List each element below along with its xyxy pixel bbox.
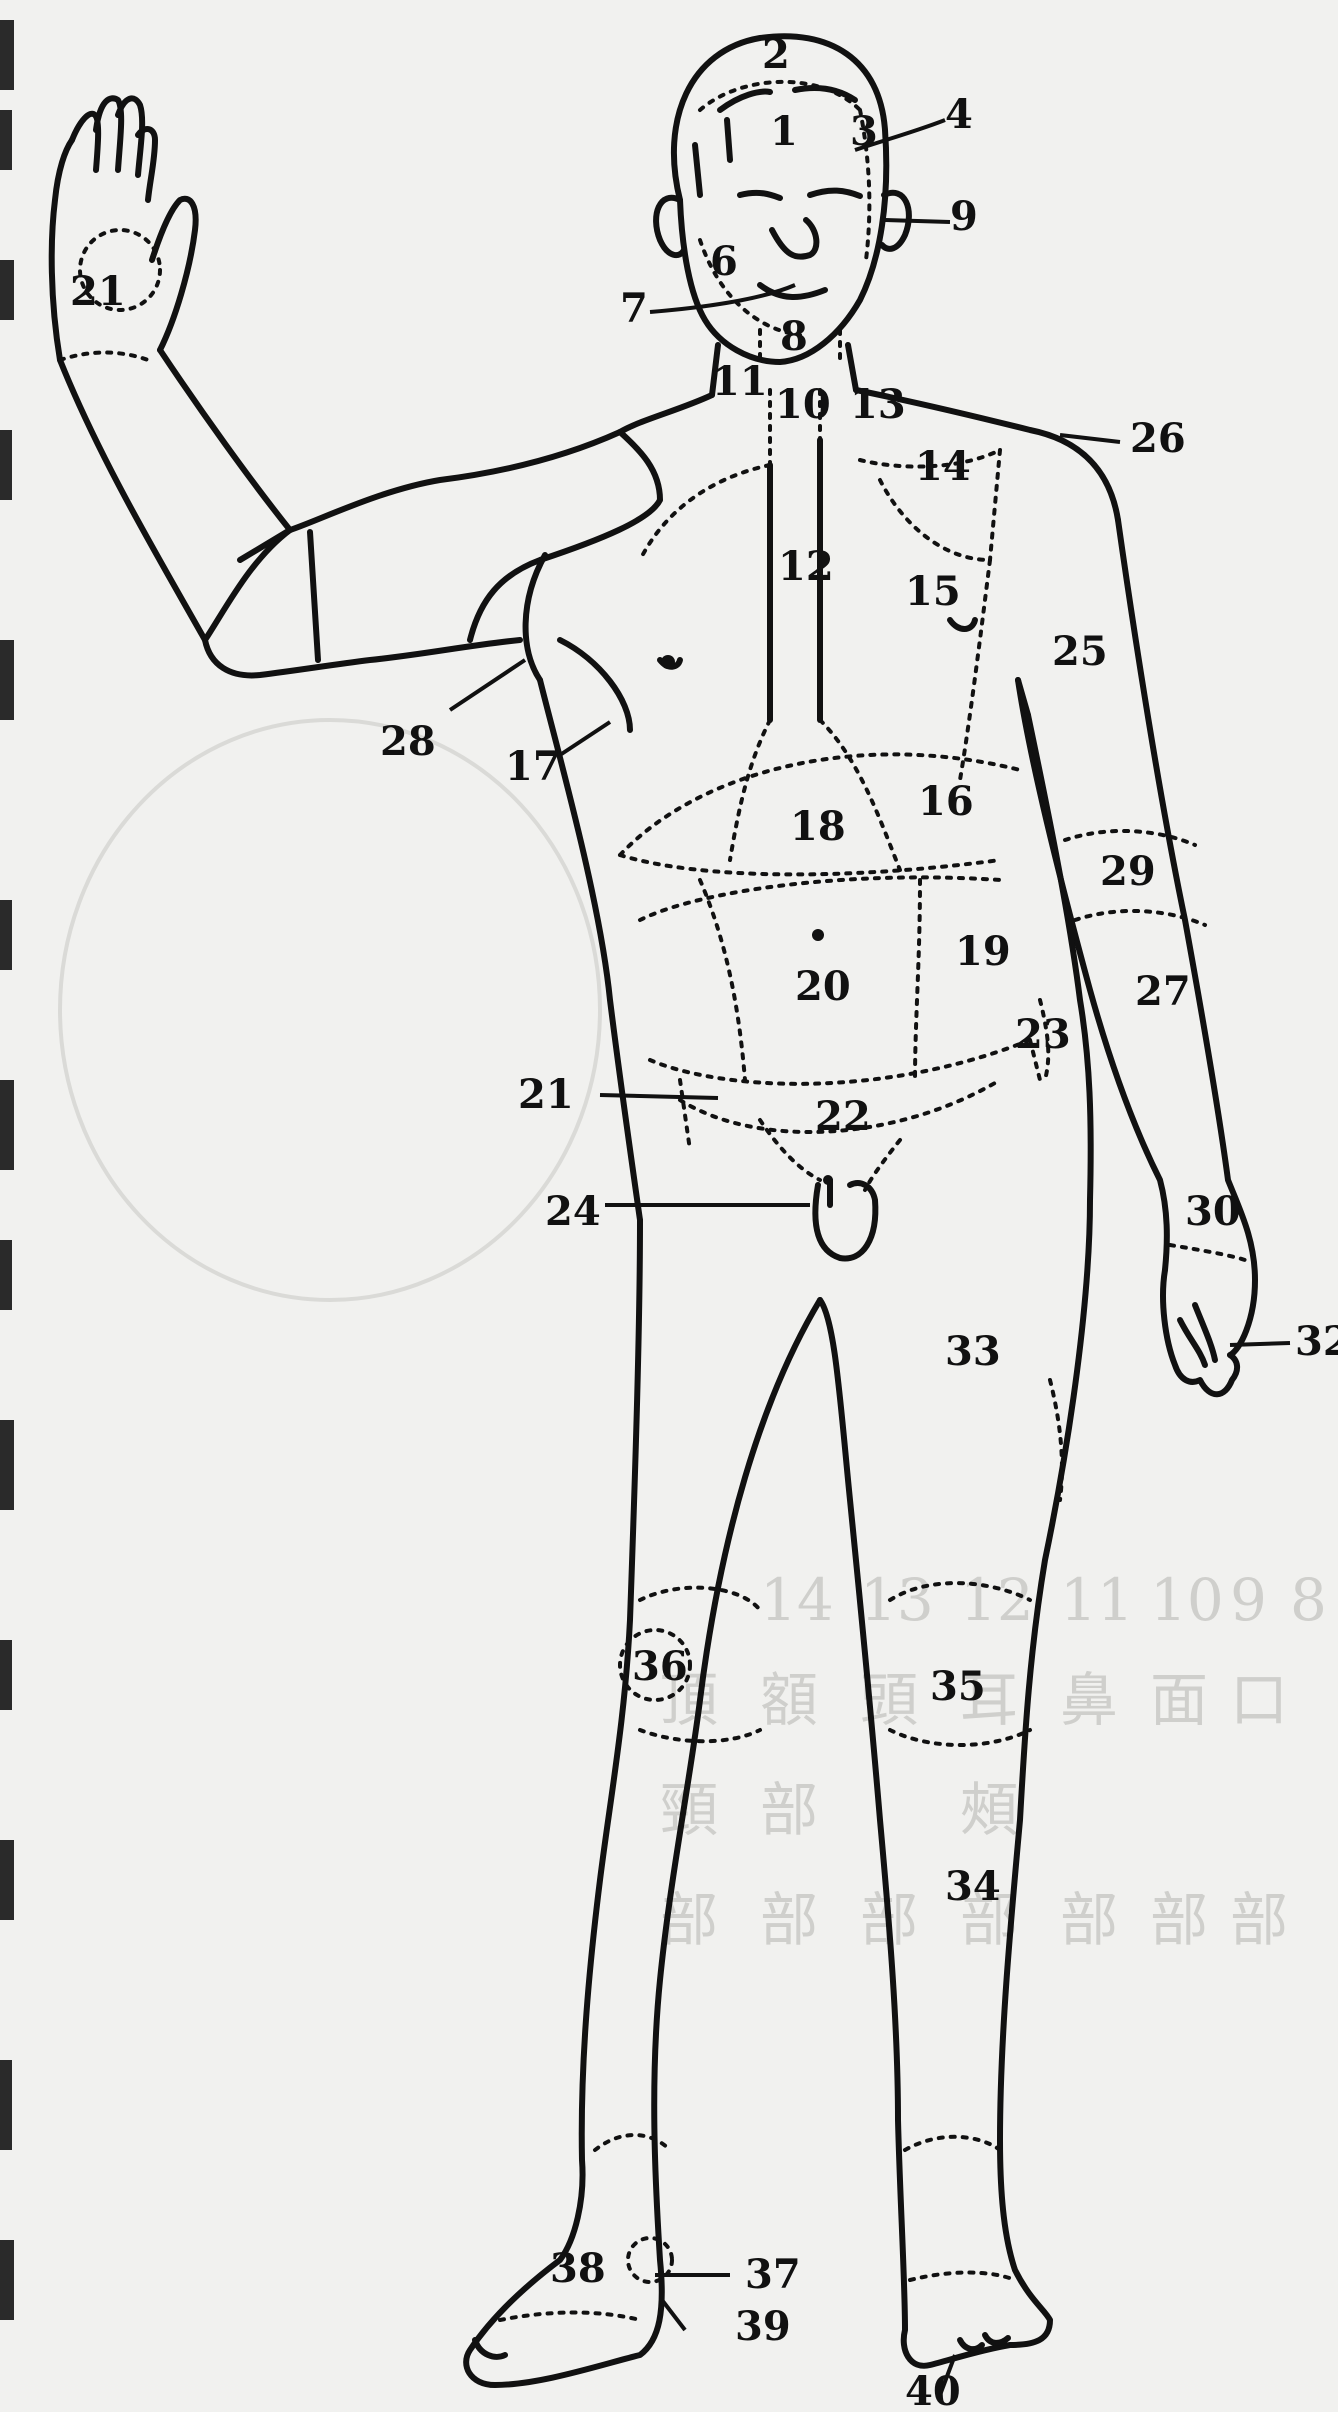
region-number-15: 15 <box>905 568 961 615</box>
region-number-40: 40 <box>905 2368 961 2412</box>
region-number-7: 7 <box>620 285 648 332</box>
bleed-char-10: 頰 <box>960 1776 1018 1844</box>
region-number-19: 19 <box>955 928 1011 975</box>
region-number-33: 33 <box>945 1328 1001 1375</box>
region-numbers: 2 1 3 4 6 9 7 8 11 10 13 14 26 12 15 25 … <box>70 31 1338 2412</box>
bleed-char-9: 部 <box>760 1776 818 1844</box>
region-number-35: 35 <box>930 1663 986 1710</box>
region-number-29: 29 <box>1100 848 1156 895</box>
bleed-num-5: 10 <box>1150 1566 1224 1634</box>
region-number-2: 2 <box>762 31 790 78</box>
bleed-char-16: 部 <box>1150 1886 1208 1954</box>
region-number-28: 28 <box>380 718 436 765</box>
bleed-char-12: 部 <box>760 1886 818 1954</box>
region-number-3: 3 <box>850 108 878 155</box>
region-number-8: 8 <box>780 313 808 360</box>
region-number-4: 4 <box>945 91 973 138</box>
region-number-16: 16 <box>918 778 974 825</box>
region-number-13: 13 <box>850 381 906 428</box>
region-number-14: 14 <box>915 443 971 490</box>
bleed-num-2: 13 <box>860 1566 934 1634</box>
binding-edge-marks <box>0 20 14 2320</box>
bleed-char-2: 額 <box>760 1666 818 1734</box>
bleed-char-6: 面 <box>1150 1666 1208 1734</box>
region-number-27: 27 <box>1135 968 1191 1015</box>
bleed-num-6: 9 <box>1230 1566 1267 1634</box>
region-number-32: 32 <box>1295 1318 1338 1365</box>
region-number-26: 26 <box>1130 415 1186 462</box>
region-number-36: 36 <box>632 1643 688 1690</box>
bleed-num-3: 12 <box>960 1566 1034 1634</box>
bleed-char-7: 口 <box>1230 1666 1288 1734</box>
bleed-char-17: 部 <box>1230 1886 1288 1954</box>
figure-outline <box>52 36 1255 2385</box>
region-number-12: 12 <box>778 543 834 590</box>
region-number-10: 10 <box>775 381 831 428</box>
region-number-21-left: 21 <box>518 1071 574 1118</box>
bleed-num-4: 11 <box>1060 1566 1134 1634</box>
region-number-34: 34 <box>945 1863 1001 1910</box>
region-number-1: 1 <box>770 108 798 155</box>
bleed-char-15: 部 <box>1060 1886 1118 1954</box>
anatomical-dots <box>661 655 833 1185</box>
region-number-20: 20 <box>795 963 851 1010</box>
region-number-9: 9 <box>950 193 978 240</box>
region-number-24: 24 <box>545 1188 601 1235</box>
region-number-39: 39 <box>735 2303 791 2350</box>
region-number-11: 11 <box>712 358 768 405</box>
bleed-char-5: 鼻 <box>1060 1666 1118 1734</box>
region-number-22: 22 <box>815 1093 871 1140</box>
region-number-38: 38 <box>550 2245 606 2292</box>
region-number-17: 17 <box>505 743 561 790</box>
region-number-25: 25 <box>1052 628 1108 675</box>
bleed-num-1: 14 <box>760 1566 834 1634</box>
region-number-18: 18 <box>790 803 846 850</box>
region-number-21-hand: 21 <box>70 268 126 315</box>
region-number-37: 37 <box>745 2251 801 2298</box>
region-number-6: 6 <box>710 238 738 285</box>
bleed-num-7: 8 <box>1290 1566 1327 1634</box>
bleed-through-circle <box>60 720 600 1300</box>
region-number-30: 30 <box>1185 1188 1241 1235</box>
region-number-23: 23 <box>1015 1011 1071 1058</box>
